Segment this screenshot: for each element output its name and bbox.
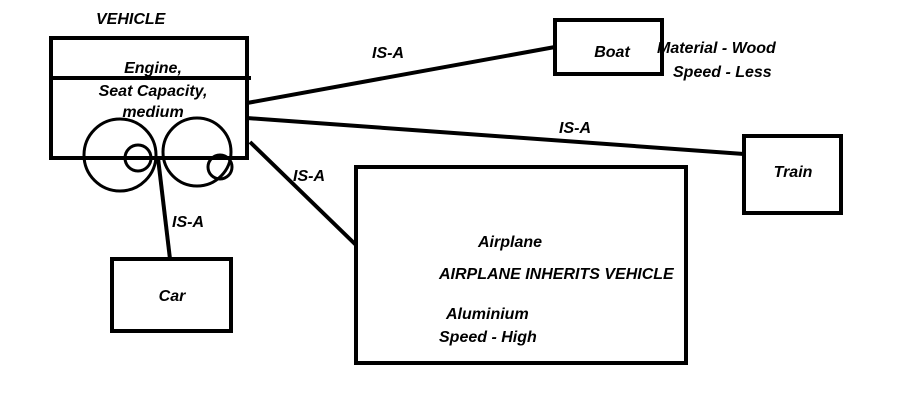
airplane-label: Airplane [478, 234, 543, 251]
vehicle-wheel-left [82, 117, 158, 193]
vehicle-wheel-right [161, 116, 233, 188]
boat-label: Boat [594, 44, 630, 61]
vehicle-attr-engine: Engine, [124, 60, 182, 77]
isa-line-airplane [248, 140, 358, 247]
isa-line-train [246, 116, 745, 156]
train-label: Train [773, 164, 813, 181]
vehicle-attr-medium: medium [122, 104, 184, 121]
isa-line-car [156, 157, 172, 260]
car-box [110, 257, 233, 333]
airplane-box [354, 165, 688, 365]
vehicle-attr-seat-capacity: Seat Capacity, [98, 83, 208, 100]
isa-label-airplane: IS-A [293, 168, 325, 185]
airplane-inherits-text: AIRPLANE INHERITS VEHICLE [439, 266, 674, 283]
boat-note-speed: Speed - Less [673, 64, 772, 81]
isa-label-train: IS-A [559, 120, 591, 137]
vehicle-wheel-right-hub [206, 153, 234, 181]
boat-note-material: Material - Wood [657, 40, 776, 57]
isa-line-boat [246, 45, 556, 105]
airplane-speed: Speed - High [439, 329, 537, 346]
vehicle-wheel-left-hub [123, 143, 153, 173]
isa-label-car: IS-A [172, 214, 204, 231]
isa-label-boat: IS-A [372, 45, 404, 62]
airplane-material: Aluminium [446, 306, 529, 323]
vehicle-title: VEHICLE [96, 11, 166, 28]
car-label: Car [158, 288, 186, 305]
vehicle-box [49, 36, 249, 160]
train-box [742, 134, 843, 215]
